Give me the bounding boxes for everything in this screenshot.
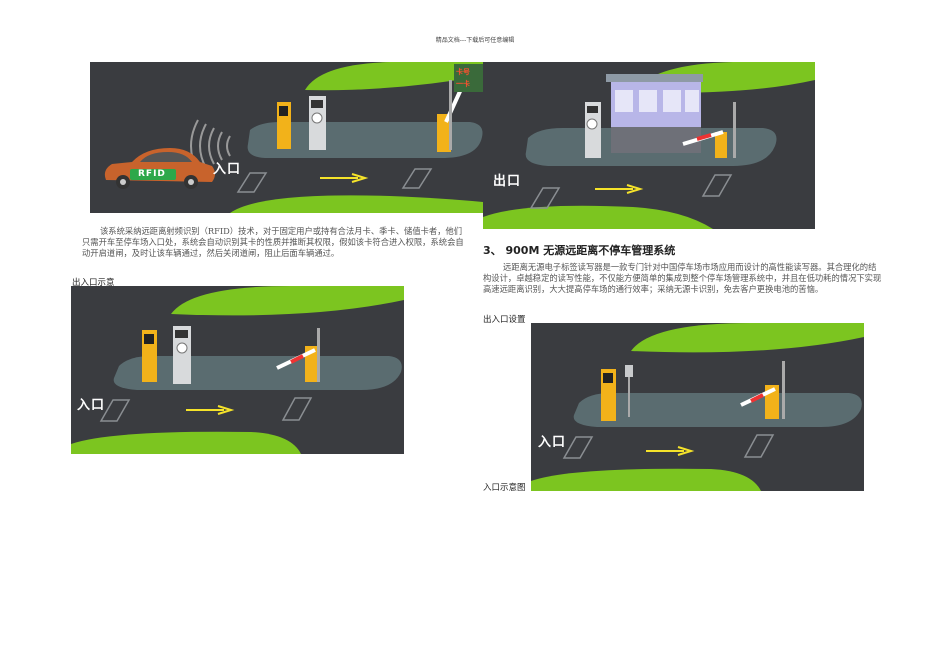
sign-line-1: 卡号 bbox=[456, 68, 470, 76]
entrance-scene-with-camera: 入口 bbox=[531, 323, 864, 491]
sign-line-2: 一卡 bbox=[456, 80, 470, 88]
entrance-label: 入口 bbox=[213, 162, 242, 177]
exit-scene-with-booth: 出口 bbox=[483, 62, 815, 229]
entrance-setup-caption: 出入口设置 bbox=[483, 315, 526, 325]
entrance-label: 入口 bbox=[538, 435, 567, 450]
entrance-scene: 入口 bbox=[71, 286, 404, 454]
section-3-heading: 3、 900M 无源远距离不停车管理系统 bbox=[483, 244, 676, 257]
page-header: 精品文档---下载后可任意编辑 bbox=[435, 37, 515, 44]
rfid-card-label: RFID bbox=[138, 169, 166, 179]
exit-label: 出口 bbox=[493, 174, 522, 189]
entrance-exit-caption: 出入口示意 bbox=[72, 278, 115, 288]
section-3-paragraph: 远距离无源电子标签读写器是一款专门针对中国停车场市场应用而设计的高性能读写器。其… bbox=[483, 262, 882, 294]
intro-paragraph: 该系统采纳远距离射频识别（RFID）技术，对于固定用户或持有合法月卡、季卡、储值… bbox=[82, 226, 464, 258]
entrance-label: 入口 bbox=[77, 398, 106, 413]
entrance-diagram-caption: 入口示意图 bbox=[483, 483, 526, 493]
entrance-scene-with-car: 入口 RFID 卡号 一卡 bbox=[90, 62, 483, 213]
lane-sign: 卡号 一卡 bbox=[456, 66, 482, 90]
